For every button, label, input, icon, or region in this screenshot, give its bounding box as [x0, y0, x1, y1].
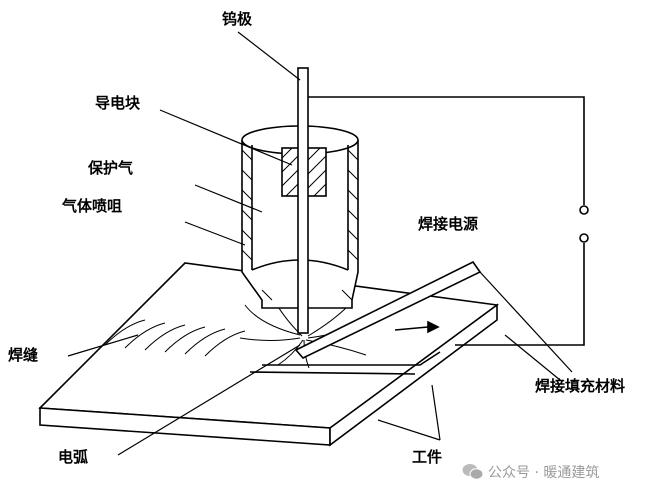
leader-lines	[67, 31, 573, 456]
workpiece-plate	[38, 262, 499, 447]
travel-arrow	[394, 320, 440, 334]
switch-terminal-bottom	[579, 233, 589, 243]
label-contact-block: 导电块	[95, 94, 141, 112]
weld-ripples	[104, 319, 246, 357]
power-circuit	[308, 96, 589, 346]
wechat-icon	[462, 464, 484, 480]
watermark-text: 公众号 · 暖通建筑	[488, 465, 600, 481]
label-power-source: 焊接电源	[418, 215, 479, 233]
label-arc: 电弧	[58, 448, 89, 466]
label-electrode: 钨极	[222, 10, 253, 28]
watermark: 公众号 · 暖通建筑	[462, 462, 599, 482]
tungsten-electrode	[297, 67, 309, 334]
label-gas-nozzle: 气体喷咀	[62, 197, 123, 215]
switch-terminal-top	[579, 205, 589, 215]
label-filler-material: 焊接填充材料	[535, 377, 626, 395]
label-weld-seam: 焊缝	[8, 346, 39, 364]
label-shield-gas: 保护气	[88, 159, 134, 177]
label-workpiece: 工件	[412, 448, 443, 466]
